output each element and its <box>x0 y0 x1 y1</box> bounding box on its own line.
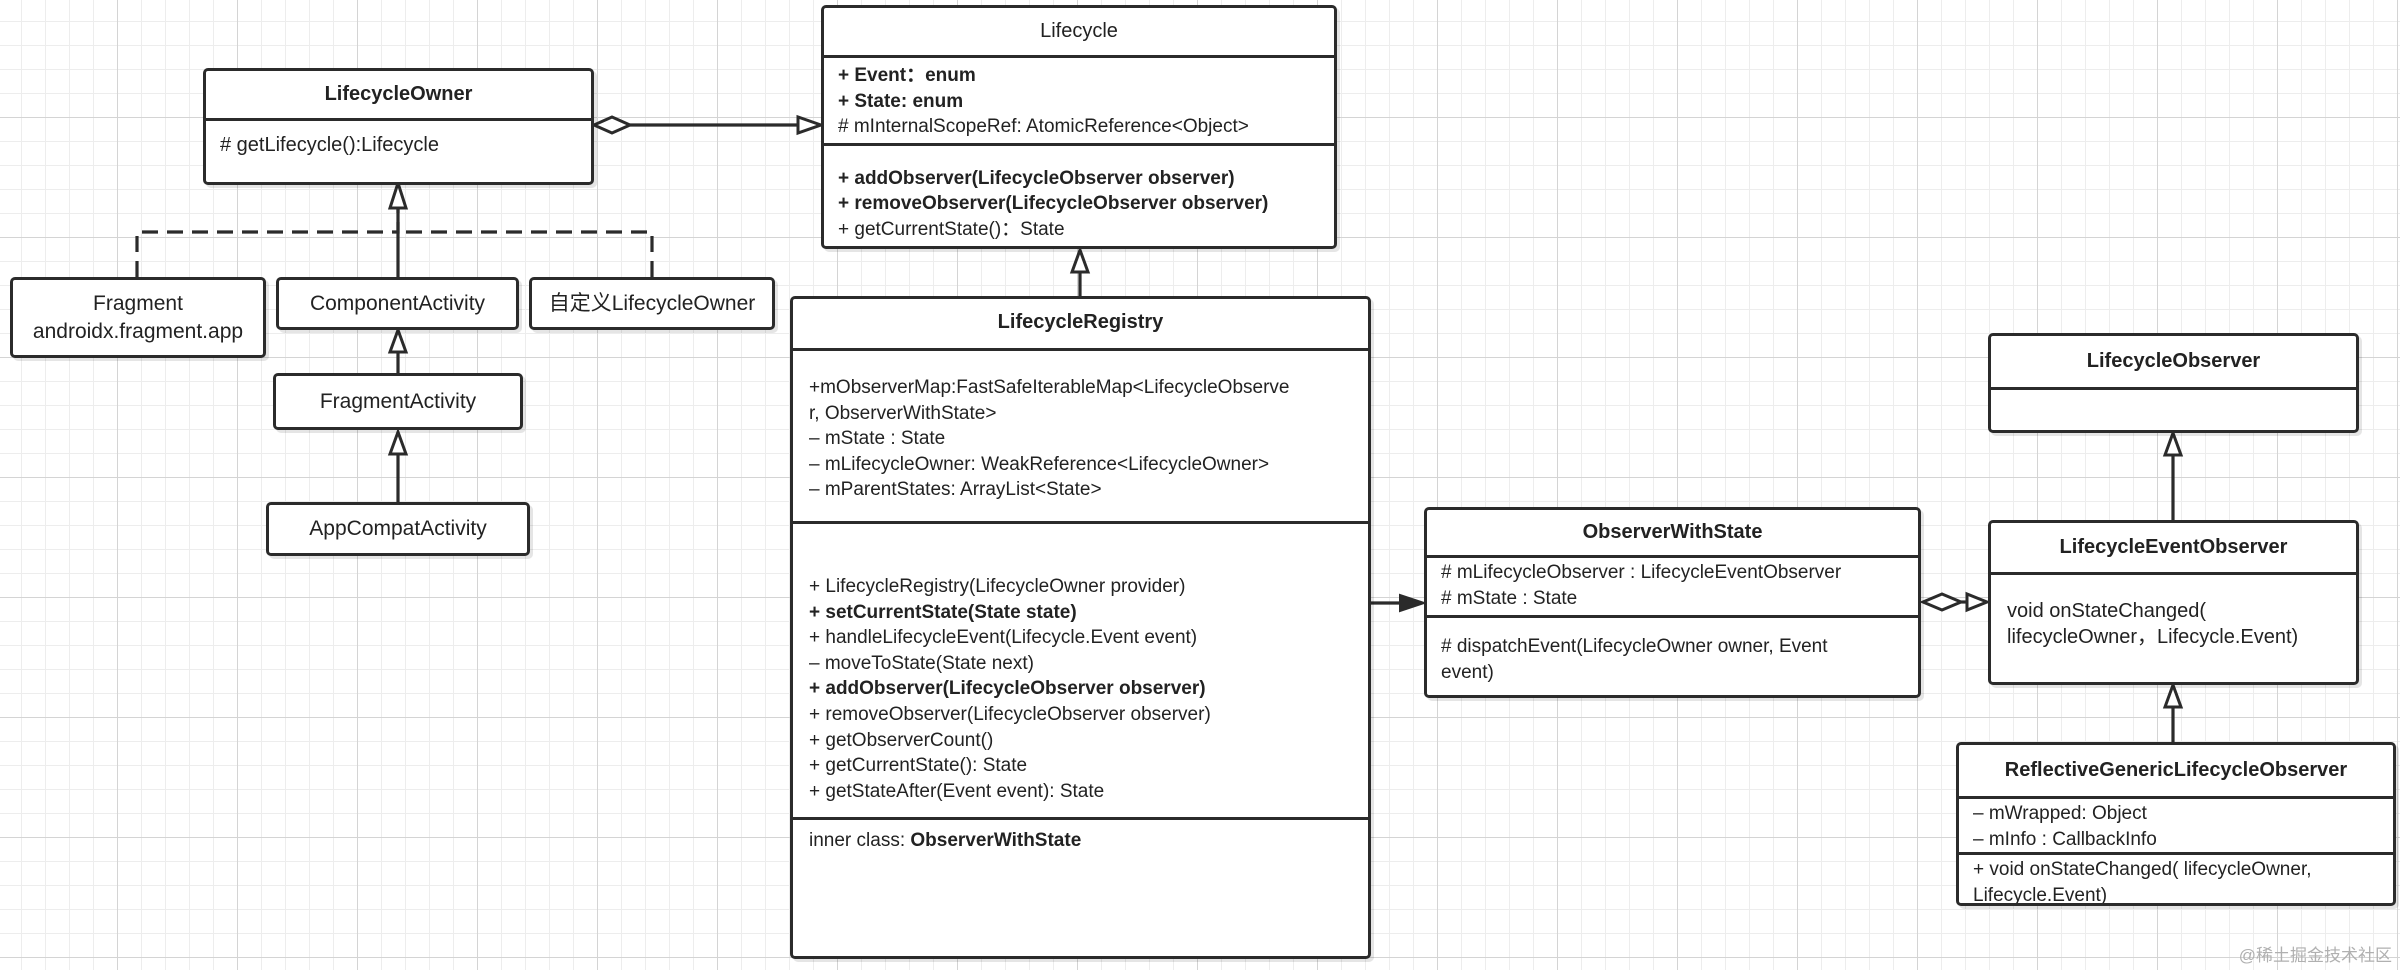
method-line: + removeObserver(LifecycleObserver obser… <box>838 193 1269 215</box>
aggregation-diamonds <box>590 115 1965 612</box>
attribute-line: +mObserverMap:FastSafeIterableMap<Lifecy… <box>809 377 1290 398</box>
attribute-line: – mInfo : CallbackInfo <box>1973 828 2157 850</box>
class-name: FragmentActivity <box>319 389 477 413</box>
method-line: + addObserver(LifecycleObserver observer… <box>809 678 1206 700</box>
class-title: Lifecycle <box>824 8 1334 58</box>
inner-class-prefix: inner class: <box>809 830 911 851</box>
attributes-section: + Event：enum + State: enum # mInternalSc… <box>824 58 1334 143</box>
class-observer-with-state[interactable]: ObserverWithState # mLifecycleObserver :… <box>1424 507 1921 698</box>
class-title: LifecycleRegistry <box>793 299 1368 351</box>
method-line: lifecycleOwner，Lifecycle.Event) <box>2007 625 2299 648</box>
class-fragment-activity[interactable]: FragmentActivity <box>273 373 523 430</box>
attribute-line: – mLifecycleOwner: WeakReference<Lifecyc… <box>809 453 1270 475</box>
method-line: – moveToState(State next) <box>809 652 1034 674</box>
class-custom-lifecycle-owner[interactable]: 自定义LifecycleOwner <box>529 277 775 330</box>
triangle-head-event-observer-target <box>1965 591 1992 613</box>
class-lifecycle-owner[interactable]: LifecycleOwner # getLifecycle():Lifecycl… <box>203 68 594 185</box>
methods-section: + LifecycleRegistry(LifecycleOwner provi… <box>793 521 1368 817</box>
class-title: LifecycleObserver <box>1991 336 2356 390</box>
attribute-line: – mParentStates: ArrayList<State> <box>809 479 1102 501</box>
attribute-line: # mInternalScopeRef: AtomicReference<Obj… <box>838 116 1249 138</box>
triangle-head-component-activity <box>387 325 409 354</box>
class-lifecycle-event-observer[interactable]: LifecycleEventObserver void onStateChang… <box>1988 520 2359 685</box>
fragment-label: Fragment androidx.fragment.app <box>33 290 243 346</box>
method-line: # getLifecycle():Lifecycle <box>220 134 439 156</box>
attributes-section: +mObserverMap:FastSafeIterableMap<Lifecy… <box>793 351 1368 521</box>
methods-section: void onStateChanged( lifecycleOwner，Life… <box>1991 575 2356 654</box>
fragment-package: androidx.fragment.app <box>32 319 244 343</box>
method-line: + void onStateChanged( lifecycleOwner, <box>1973 859 2312 881</box>
attribute-line: – mState : State <box>809 428 946 450</box>
triangle-head-lifecycle-target <box>796 114 826 136</box>
method-line: + LifecycleRegistry(LifecycleOwner provi… <box>809 576 1186 597</box>
method-line: + removeObserver(LifecycleObserver obser… <box>809 703 1211 725</box>
triangle-head-fragment-activity <box>387 427 409 456</box>
class-fragment[interactable]: Fragment androidx.fragment.app <box>10 277 266 358</box>
method-line: event) <box>1441 661 1494 683</box>
class-name: ComponentActivity <box>309 291 486 315</box>
attribute-line: # mState : State <box>1441 587 1578 609</box>
methods-section: + void onStateChanged( lifecycleOwner, L… <box>1959 852 2393 906</box>
class-lifecycle-registry[interactable]: LifecycleRegistry +mObserverMap:FastSafe… <box>790 296 1371 959</box>
class-title: ReflectiveGenericLifecycleObserver <box>1959 745 2393 799</box>
class-name: AppCompatActivity <box>309 517 487 540</box>
inner-class-line: inner class: ObserverWithState <box>809 828 1352 854</box>
method-line: + getStateAfter(Event event): State <box>809 780 1105 802</box>
hollow-triangle-heads <box>387 114 2184 709</box>
class-name: 自定义LifecycleOwner <box>548 291 756 315</box>
class-title: LifecycleEventObserver <box>1991 523 2356 575</box>
attribute-line: + Event：enum <box>838 65 976 86</box>
class-lifecycle[interactable]: Lifecycle + Event：enum + State: enum # m… <box>821 5 1337 249</box>
method-line: + getCurrentState(): State <box>809 755 1028 777</box>
attributes-section: – mWrapped: Object – mInfo : CallbackInf… <box>1959 799 2393 852</box>
watermark: @稀土掘金技术社区 <box>2238 946 2392 965</box>
inner-class-name: ObserverWithState <box>910 830 1082 851</box>
attributes-section: # mLifecycleObserver : LifecycleEventObs… <box>1427 558 1918 615</box>
diamond-at-observer-with-state <box>1919 592 1965 612</box>
attribute-line: – mWrapped: Object <box>1973 803 2147 824</box>
diamond-at-owner <box>590 115 634 135</box>
attribute-line: + State: enum <box>838 90 964 112</box>
attribute-line: r, ObserverWithState> <box>809 402 997 424</box>
inner-class-section: inner class: ObserverWithState <box>793 817 1368 862</box>
method-line: + getObserverCount() <box>809 729 994 751</box>
attribute-line: # mLifecycleObserver : LifecycleEventObs… <box>1441 562 1842 583</box>
triangle-head-owner <box>387 178 409 210</box>
fragment-name: Fragment <box>93 291 183 315</box>
triangle-head-lifecycle <box>1069 245 1091 274</box>
class-lifecycle-observer[interactable]: LifecycleObserver <box>1988 333 2359 433</box>
methods-section: # dispatchEvent(LifecycleOwner owner, Ev… <box>1427 615 1918 689</box>
method-line: + getCurrentState()：State <box>838 218 1065 240</box>
method-line: + setCurrentState(State state) <box>809 601 1077 623</box>
edge-custom-owner-realizes-owner <box>398 230 654 277</box>
class-title: LifecycleOwner <box>206 71 591 121</box>
method-line: + handleLifecycleEvent(Lifecycle.Event e… <box>809 627 1198 649</box>
class-title: ObserverWithState <box>1427 510 1918 558</box>
triangle-head-lifecycle-observer <box>2162 428 2184 457</box>
method-line: # dispatchEvent(LifecycleOwner owner, Ev… <box>1441 636 1828 658</box>
method-line: + addObserver(LifecycleObserver observer… <box>838 167 1235 189</box>
triangle-head-event-observer <box>2162 680 2184 709</box>
methods-section: + addObserver(LifecycleObserver observer… <box>824 142 1334 246</box>
class-component-activity[interactable]: ComponentActivity <box>276 277 519 330</box>
methods-section: # getLifecycle():Lifecycle <box>206 121 591 163</box>
class-appcompat-activity[interactable]: AppCompatActivity <box>266 502 530 556</box>
arrowhead-filled-observer-with-state <box>1399 593 1428 613</box>
class-reflective-generic-lifecycle-observer[interactable]: ReflectiveGenericLifecycleObserver – mWr… <box>1956 742 2396 906</box>
method-line: void onStateChanged( <box>2007 600 2207 622</box>
edge-fragment-realizes-owner <box>135 194 400 277</box>
method-line: Lifecycle.Event) <box>1973 884 2108 906</box>
